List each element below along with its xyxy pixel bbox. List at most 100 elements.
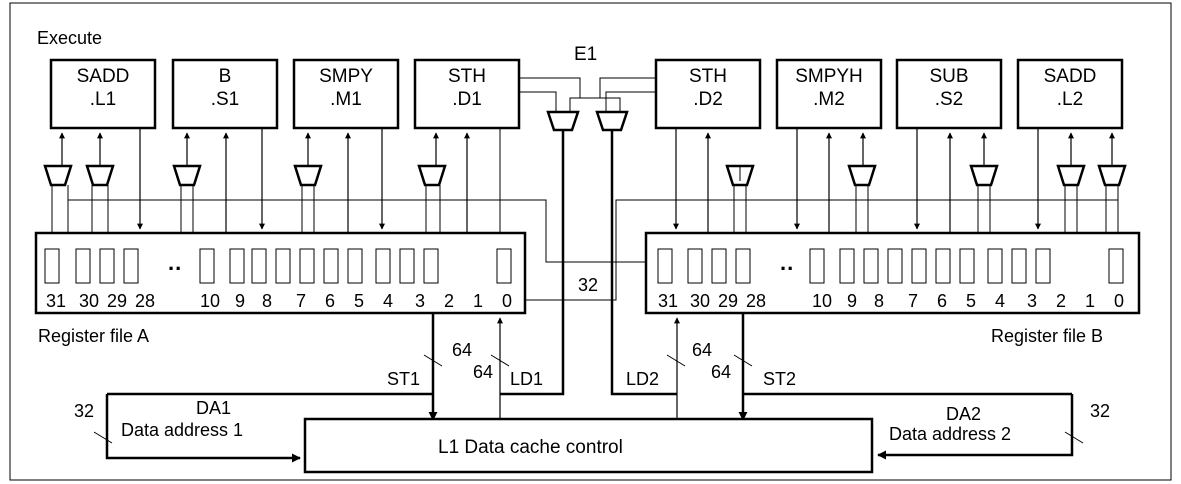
mux-m2 — [847, 164, 877, 187]
execute-label: Execute — [37, 28, 103, 48]
unit-l1: SADD.L1 — [51, 65, 155, 111]
store-mux-2 — [595, 110, 629, 132]
register-cell — [687, 248, 703, 284]
unit-op: B — [218, 66, 232, 87]
da2-label: DA2 — [946, 404, 982, 424]
reg-b-num: 4 — [995, 291, 1006, 311]
da2-width: 32 — [1090, 401, 1111, 421]
register-cell — [911, 248, 927, 284]
da1-desc: Data address 1 — [121, 420, 244, 440]
unit-name: .L1 — [89, 89, 117, 110]
mux-l2-b — [1097, 164, 1127, 187]
reg-b-num: 28 — [746, 291, 767, 311]
reg-b-num: 29 — [718, 291, 739, 311]
mux-d1 — [417, 164, 447, 187]
width-tick — [93, 431, 113, 444]
unit-name: .M2 — [813, 89, 845, 110]
reg-b-ellipsis: .. — [780, 250, 795, 275]
reg-a-num: 6 — [325, 291, 336, 311]
register-file-b-label: Register file B — [991, 326, 1104, 346]
reg-a-num: 1 — [473, 291, 484, 311]
reg-b-num: 0 — [1114, 291, 1125, 311]
reg-a-num: 9 — [235, 291, 246, 311]
reg-b-num: 5 — [966, 291, 977, 311]
register-cell — [275, 248, 291, 284]
reg-a-num: 10 — [200, 291, 221, 311]
register-cell — [987, 248, 1003, 284]
register-cell — [1011, 248, 1027, 284]
ld1-label: LD1 — [510, 369, 544, 389]
mux-m1 — [293, 164, 323, 187]
unit-op: SADD — [76, 66, 130, 87]
reg-a-num: 28 — [135, 291, 156, 311]
register-cell — [44, 248, 60, 284]
st1-label: ST1 — [387, 369, 421, 389]
reg-a-num: 2 — [444, 291, 455, 311]
unit-m2-box — [775, 58, 883, 130]
register-cell — [496, 248, 512, 284]
unit-name: .D1 — [452, 89, 482, 110]
cross-path-a — [68, 199, 646, 263]
register-cell — [887, 248, 903, 284]
width-tick — [1064, 431, 1084, 444]
unit-name: .M1 — [330, 89, 362, 110]
reg-b-num: 9 — [847, 291, 858, 311]
reg-a-num: 8 — [262, 291, 273, 311]
ld1-path — [500, 130, 565, 396]
da1-path — [105, 394, 301, 463]
register-cell — [1035, 248, 1051, 284]
cache-label: L1 Data cache control — [438, 437, 623, 458]
cross-path-b — [525, 199, 1118, 301]
d1-to-mux1 — [519, 91, 557, 112]
width-tick — [423, 354, 443, 367]
mux-s2 — [969, 164, 999, 187]
unit-op: STH — [689, 66, 727, 87]
register-cell — [809, 248, 825, 284]
reg-a-num: 3 — [415, 291, 426, 311]
mux-l1-a — [43, 164, 73, 187]
unit-m1: SMPY.M1 — [294, 65, 398, 111]
register-cell — [657, 248, 673, 284]
cache-control-box — [303, 417, 874, 474]
unit-d2: STH.D2 — [656, 65, 760, 111]
register-cell — [75, 248, 91, 284]
register-cell — [711, 248, 727, 284]
unit-m1-box — [292, 58, 400, 130]
reg-a-ellipsis: .. — [168, 250, 183, 275]
unit-l1-box — [49, 58, 157, 130]
st1-width: 64 — [452, 340, 473, 360]
unit-s1-box — [171, 58, 279, 130]
reg-b-num: 3 — [1027, 291, 1038, 311]
width-tick — [666, 354, 686, 367]
reg-b-num: 10 — [812, 291, 833, 311]
unit-d1-box — [413, 58, 521, 130]
ld2-width: 64 — [692, 340, 713, 360]
mux-s1 — [172, 164, 202, 187]
unit-name: .S2 — [934, 89, 964, 110]
reg-a-num: 7 — [296, 291, 307, 311]
reg-b-num: 30 — [690, 291, 711, 311]
da1-label: DA1 — [196, 398, 232, 418]
d2-to-mux2 — [605, 91, 656, 112]
unit-op: SMPY — [319, 66, 373, 87]
reg-b-num: 2 — [1056, 291, 1067, 311]
register-cell — [199, 248, 215, 284]
register-cell — [959, 248, 975, 284]
register-cell — [399, 248, 415, 284]
register-cell — [299, 248, 315, 284]
e1-label: E1 — [574, 44, 598, 65]
width-tick — [733, 354, 753, 367]
register-cell — [423, 248, 439, 284]
reg-b-num: 6 — [937, 291, 948, 311]
reg-a-num: 31 — [46, 291, 67, 311]
mux-l1-b — [85, 164, 115, 187]
reg-b-num: 8 — [874, 291, 885, 311]
register-cell — [229, 248, 245, 284]
mux-l2-a — [1056, 164, 1086, 187]
register-cell — [1108, 248, 1124, 284]
unit-d1: STH.D1 — [415, 65, 519, 111]
st2-label: ST2 — [763, 369, 797, 389]
st2-width: 64 — [711, 362, 732, 382]
